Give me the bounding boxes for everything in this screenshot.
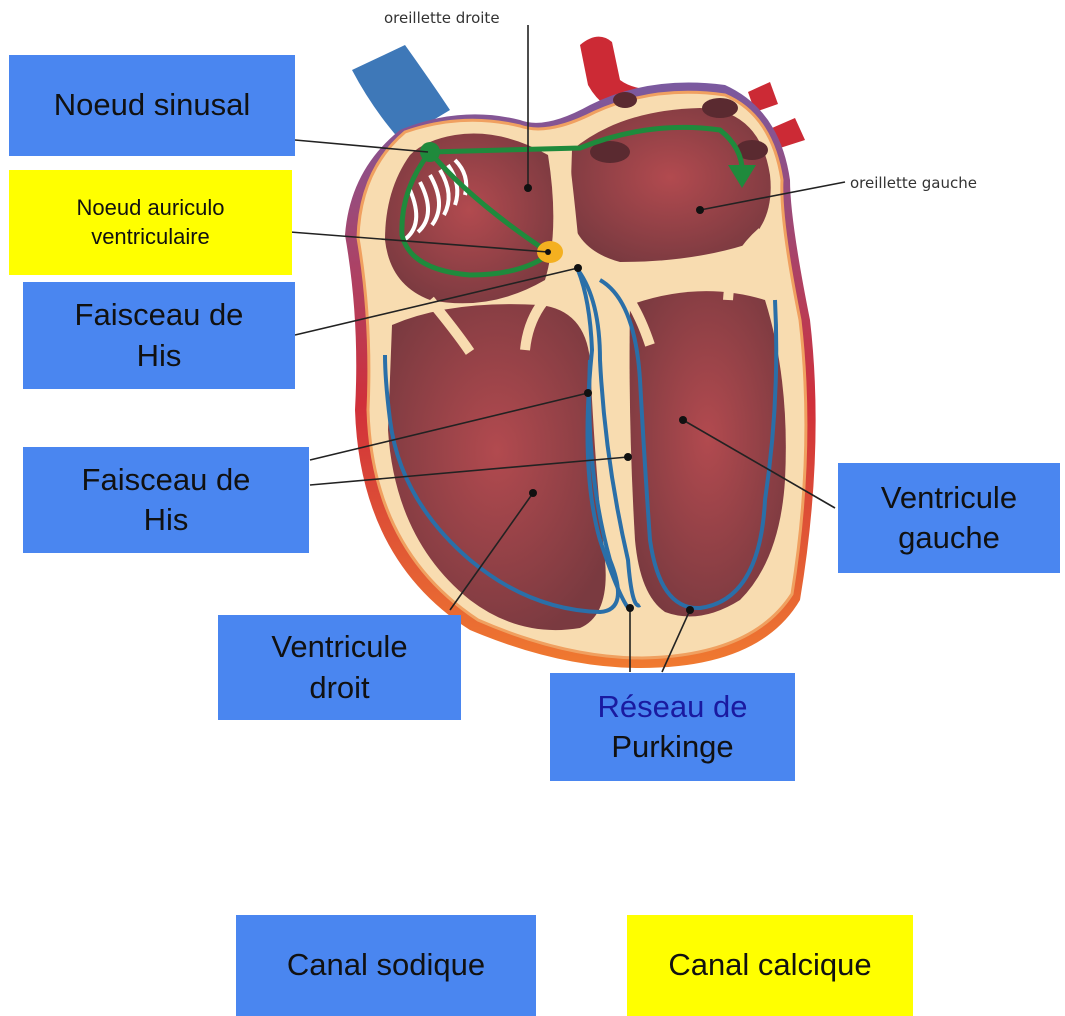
- vessel-opening-2: [702, 98, 738, 118]
- right-ventricle-text: Ventricule droit: [271, 627, 407, 708]
- sodium-channel-text: Canal sodique: [287, 945, 485, 985]
- sinus-node-label: Noeud sinusal: [9, 55, 295, 156]
- purkinje-title: Réseau de: [598, 687, 748, 727]
- left-atrium-label: oreillette gauche: [850, 174, 977, 192]
- his-bundle-label-2: Faisceau de His: [23, 447, 309, 553]
- av-node-text: Noeud auriculo ventriculaire: [77, 194, 225, 251]
- calcium-channel-label: Canal calcique: [627, 915, 913, 1016]
- his-bundle-text-1: Faisceau de His: [75, 295, 244, 376]
- sodium-channel-label: Canal sodique: [236, 915, 536, 1016]
- left-ventricle-label: Ventricule gauche: [838, 463, 1060, 573]
- purkinje-subtitle: Purkinge: [611, 727, 733, 767]
- his-bundle-label-1: Faisceau de His: [23, 282, 295, 389]
- his-bundle-text-2: Faisceau de His: [82, 460, 251, 541]
- left-ventricle-text: Ventricule gauche: [881, 478, 1017, 559]
- right-ventricle-label: Ventricule droit: [218, 615, 461, 720]
- purkinje-label: Réseau de Purkinge: [550, 673, 795, 781]
- vessel-opening-4: [613, 92, 637, 108]
- av-node-label: Noeud auriculo ventriculaire: [9, 170, 292, 275]
- right-atrium-label: oreillette droite: [384, 9, 500, 27]
- calcium-channel-text: Canal calcique: [668, 945, 871, 985]
- sinus-node-text: Noeud sinusal: [54, 85, 250, 125]
